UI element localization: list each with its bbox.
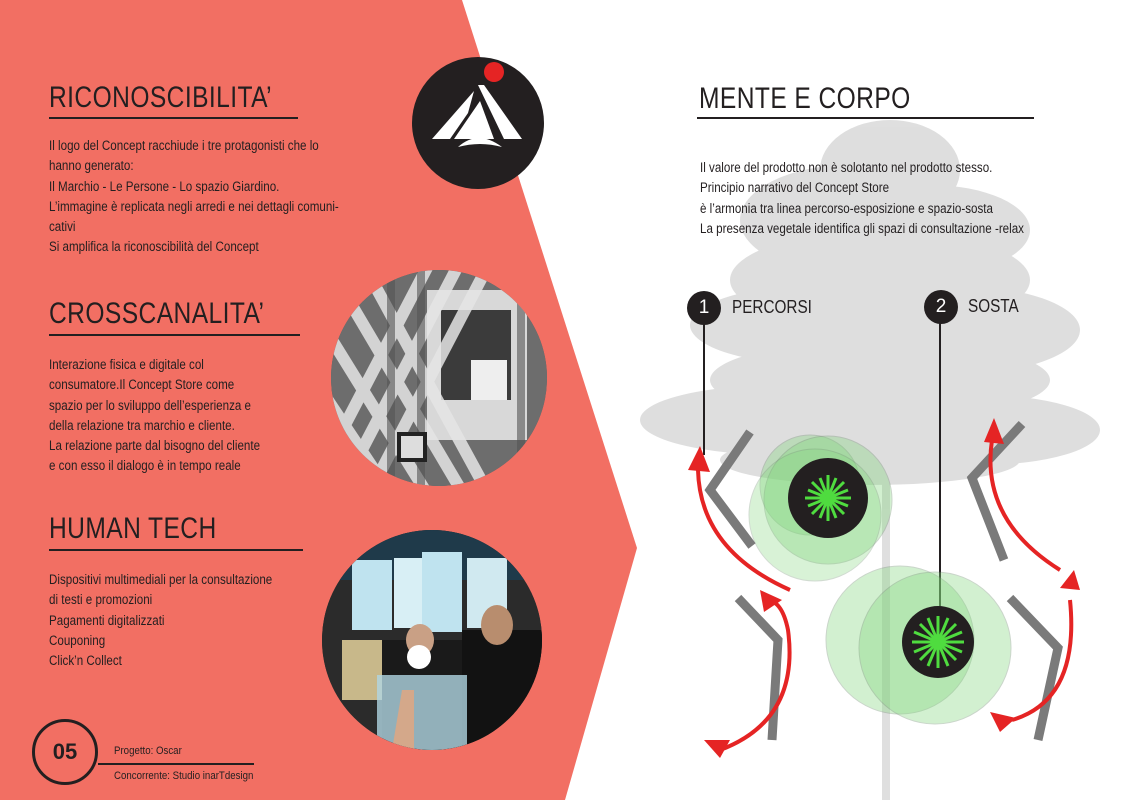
footer-competitor: Concorrente: Studio inarTdesign [114, 770, 254, 782]
title-underline [49, 334, 300, 336]
marker-label-percorsi: PERCORSI [732, 297, 812, 317]
title-underline [49, 117, 298, 119]
title-underline [49, 549, 303, 551]
tree-silhouette [640, 120, 1100, 800]
concept-logo [412, 57, 544, 189]
marker-badge-percorsi: 1 [687, 291, 721, 325]
page-number-badge: 05 [32, 719, 98, 785]
section-title-riconoscibilita: RICONOSCIBILITA’ [49, 81, 272, 114]
footer-rule [98, 763, 254, 765]
section-title-crosscanalita: CROSSCANALITA’ [49, 297, 265, 330]
section-text-human-tech: Dispositivi multimediali per la consulta… [49, 572, 273, 669]
title-underline [697, 117, 1034, 119]
section-title-mente-e-corpo: MENTE E CORPO [699, 82, 911, 115]
section-title-human-tech: HUMAN TECH [49, 512, 217, 545]
section-text-mente-e-corpo: Il valore del prodotto non è solotanto n… [700, 160, 1024, 236]
relax-zone-lower [825, 565, 1012, 725]
relax-zone-upper [748, 434, 893, 582]
marker-label-sosta: SOSTA [968, 296, 1019, 316]
flow-diagram [688, 320, 1080, 758]
marker-badge-sosta: 2 [924, 290, 958, 324]
store-display-photo [331, 270, 547, 486]
section-text-crosscanalita: Interazione fisica e digitale col consum… [49, 357, 261, 474]
footer-project: Progetto: Oscar [114, 745, 182, 757]
interactive-screen-photo [322, 530, 542, 750]
section-text-riconoscibilita: Il logo del Concept racchiude i tre prot… [49, 138, 339, 255]
